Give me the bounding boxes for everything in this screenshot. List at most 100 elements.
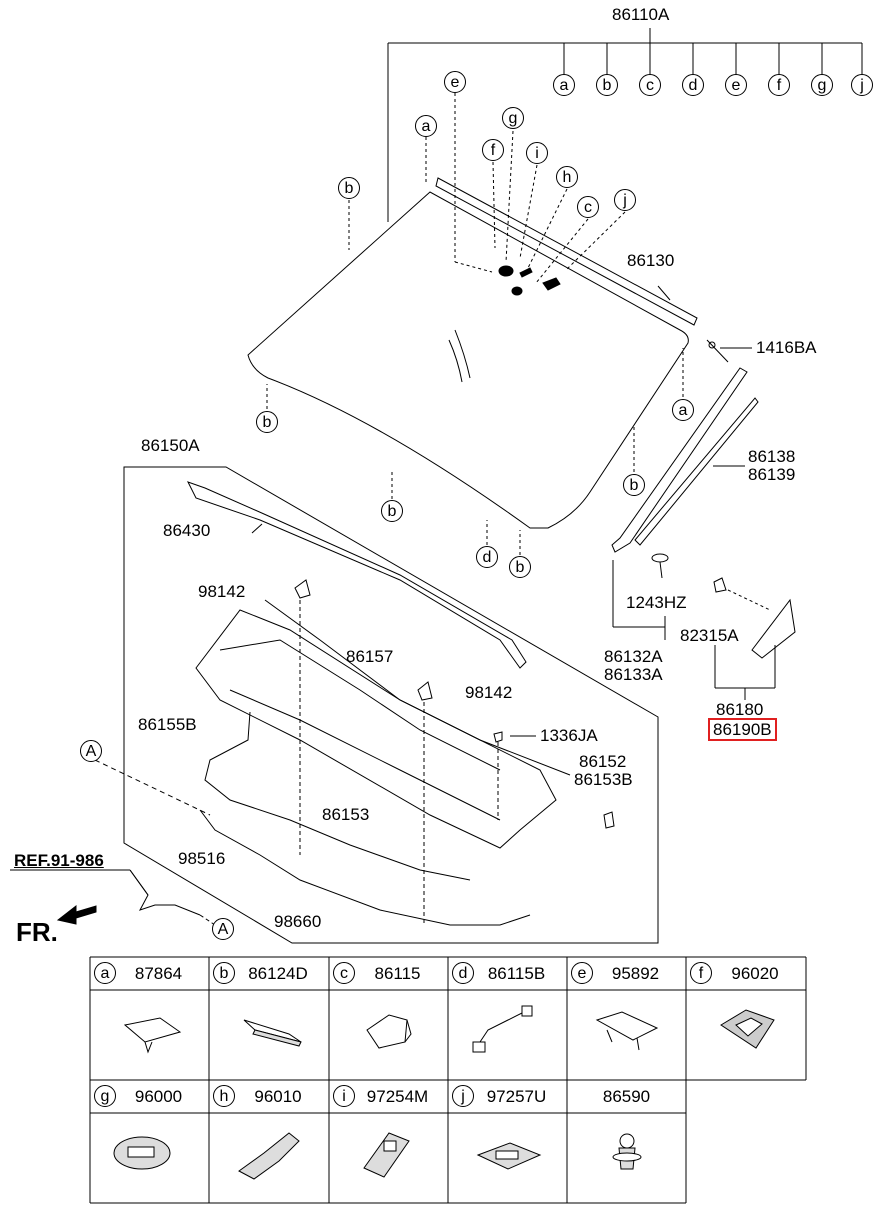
view-marker-a-upper: A — [80, 740, 102, 762]
humidity-sensor-icon — [363, 1132, 410, 1178]
cowl-panel — [195, 609, 557, 849]
parts-table-part-number: 96010 — [254, 1087, 302, 1106]
cowl-group-outline — [123, 466, 659, 944]
part-number-86139: 86139 — [748, 465, 796, 484]
parts-table-cell: d 86115B — [448, 957, 567, 1080]
callout-letter-g: g — [811, 74, 833, 96]
callout-letter-b: b — [596, 74, 618, 96]
side-molding — [611, 367, 748, 553]
parts-table-cell-header: e 95892 — [567, 957, 686, 990]
callout-letter-d: d — [682, 74, 704, 96]
parts-table-letter: f — [690, 962, 712, 984]
part-number-86190B-highlighted: 86190B — [708, 718, 777, 741]
glass-letter-a-right: a — [672, 399, 694, 421]
part-number-86133A: 86133A — [604, 665, 663, 684]
glass-letter-f: f — [482, 139, 504, 161]
clip-icon — [123, 1017, 182, 1054]
parts-table-cell: 86590 — [567, 1080, 686, 1203]
parts-table-cell-header: i 97254M — [329, 1080, 448, 1113]
parts-table-letter: a — [94, 962, 116, 984]
parts-table-cell: h 96010 — [209, 1080, 329, 1203]
part-number-86110A: 86110A — [612, 5, 670, 24]
glass-letter-b-right: b — [623, 474, 645, 496]
parts-table-cell: j 97257U — [448, 1080, 567, 1203]
callout-letter-j: j — [851, 74, 873, 96]
glass-letter-h: h — [556, 166, 578, 188]
part-number-86430: 86430 — [163, 521, 211, 540]
glass-letter-d-bottom: d — [476, 546, 498, 568]
part-number-86130: 86130 — [627, 251, 675, 270]
glass-letter-g: g — [502, 107, 524, 129]
part-number-98142-left: 98142 — [198, 582, 246, 601]
parts-table-cell-header: g 96000 — [90, 1080, 209, 1113]
fastener-icon — [612, 1133, 642, 1170]
reference-label: REF.91-986 — [14, 851, 104, 870]
callout-letter-e: e — [725, 74, 747, 96]
parts-table-letter: j — [452, 1085, 474, 1107]
parts-table-part-number: 86590 — [602, 1087, 651, 1106]
parts-table-grid — [89, 956, 807, 1204]
glass-letter-j: j — [614, 189, 636, 211]
parts-table-cell: f 96020 — [686, 957, 806, 1080]
parts-table-part-number: 96020 — [731, 964, 779, 983]
parts-table-cell: e 95892 — [567, 957, 686, 1080]
parts-table-cell: i 97254M — [329, 1080, 448, 1203]
parts-table-cell: c 86115 — [329, 957, 448, 1080]
glass-letter-i: i — [526, 142, 548, 164]
parts-table-letter: e — [571, 962, 593, 984]
top-molding — [435, 177, 698, 326]
parts-table-letter: d — [452, 962, 474, 984]
parts-table-letter: c — [333, 962, 355, 984]
part-number-86180: 86180 — [716, 700, 764, 719]
part-number-1336JA: 1336JA — [540, 726, 598, 745]
parts-table-part-number: 97257U — [486, 1087, 547, 1106]
parts-table-part-number: 97254M — [366, 1087, 429, 1106]
part-number-98516: 98516 — [178, 849, 226, 868]
glass-letter-b-bottom-left: b — [256, 411, 278, 433]
glass-letter-e: e — [444, 71, 466, 93]
parts-table-cell-header: j 97257U — [448, 1080, 567, 1113]
parts-table-cell: g 96000 — [90, 1080, 209, 1203]
glass-letter-b-bottom-mid: b — [381, 500, 403, 522]
harness-icon — [472, 1005, 533, 1053]
parts-table-cell: a 87864 — [90, 957, 209, 1080]
connector-icon — [476, 1142, 542, 1170]
part-number-86155B: 86155B — [138, 715, 197, 734]
cover-icon — [238, 1132, 300, 1180]
glass-letter-c: c — [577, 196, 599, 218]
bracket-icon — [595, 1011, 659, 1051]
parts-table-part-number: 96000 — [134, 1087, 183, 1106]
parts-table-part-number: 86115B — [487, 964, 546, 983]
parts-table-cell-header: d 86115B — [448, 957, 567, 990]
parts-table-part-number: 86124D — [248, 964, 308, 983]
parts-table-cell-header: b 86124D — [209, 957, 329, 990]
sensor-cover-icon — [720, 1009, 775, 1049]
parts-table-cell-header: 86590 — [567, 1080, 686, 1113]
parts-table-part-number: 86115 — [374, 964, 421, 983]
parts-table-cell-header: h 96010 — [209, 1080, 329, 1113]
callout-bracket — [387, 28, 863, 222]
part-number-1243HZ: 1243HZ — [626, 593, 687, 612]
callout-letter-a: a — [553, 74, 575, 96]
parts-table-part-number: 95892 — [611, 964, 660, 983]
part-number-82315A: 82315A — [680, 626, 739, 645]
parts-table-part-number: 87864 — [134, 964, 183, 983]
parts-table-letter: h — [213, 1085, 235, 1107]
parts-table-cell: b 86124D — [209, 957, 329, 1080]
parts-table-cell-header: f 96020 — [686, 957, 806, 990]
front-direction-label: FR. — [16, 917, 58, 947]
part-number-86153B: 86153B — [574, 770, 633, 789]
part-number-98142-right: 98142 — [465, 683, 513, 702]
part-number-86153: 86153 — [322, 805, 370, 824]
glass-letter-a: a — [415, 115, 437, 137]
rain-sensor-icon — [113, 1136, 171, 1170]
pad-icon — [243, 1019, 302, 1047]
parts-table-letter: b — [213, 962, 235, 984]
view-marker-a-lower: A — [212, 918, 234, 940]
parts-table-letter: g — [94, 1085, 116, 1107]
parts-table-letter: i — [333, 1085, 355, 1107]
windshield-glass — [247, 191, 689, 529]
part-number-86157: 86157 — [346, 647, 394, 666]
callout-letter-f: f — [768, 74, 790, 96]
